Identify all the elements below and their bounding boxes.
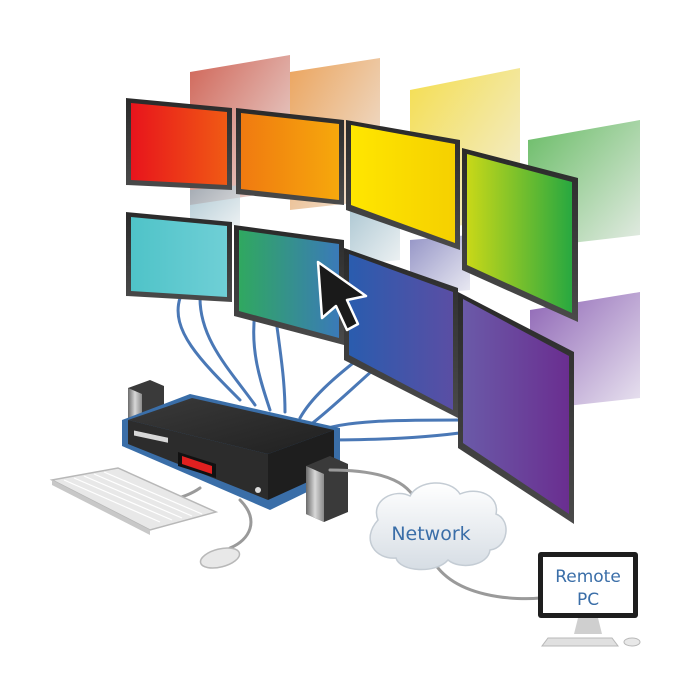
monitor-4 <box>462 148 578 322</box>
network-label: Network <box>391 523 470 545</box>
monitor-3 <box>346 120 460 250</box>
mouse-pointer-icon <box>316 260 368 332</box>
kvm-switch <box>122 394 340 510</box>
monitor-7 <box>344 248 458 418</box>
kvm-logo-plate <box>134 430 168 443</box>
remote-mouse <box>623 637 641 647</box>
remote-keyboard <box>541 637 619 647</box>
mouse <box>199 547 241 569</box>
remote-pc: Remote PC <box>538 552 641 647</box>
monitor-2 <box>236 108 344 205</box>
monitor-6 <box>234 225 344 345</box>
right-speaker <box>306 456 348 522</box>
network-cloud: Network <box>369 482 507 571</box>
monitor-8 <box>458 292 574 524</box>
kvm-brand-icon <box>255 487 261 493</box>
kvm-display-led <box>182 456 212 474</box>
remote-pc-label-line2: PC <box>577 590 599 610</box>
monitor-1 <box>126 98 232 190</box>
monitor-5 <box>126 212 232 302</box>
keyboard <box>49 467 219 535</box>
remote-pc-label-line1: Remote <box>555 567 621 587</box>
